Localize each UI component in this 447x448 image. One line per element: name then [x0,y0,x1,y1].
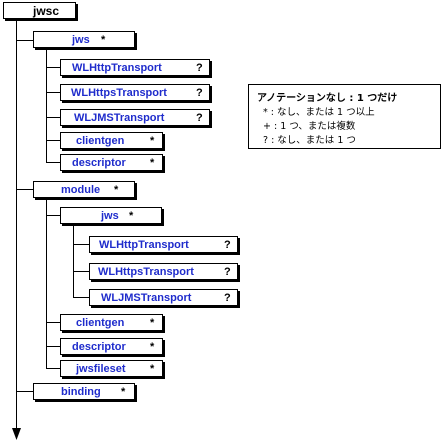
node-label: WLJMSTransport [74,112,165,124]
node-clientgen-module: clientgen * [60,314,163,331]
node-descriptor: descriptor * [60,154,163,171]
node-jwsfileset: jwsfileset * [60,360,163,377]
node-binding: binding * [33,383,135,400]
node-clientgen: clientgen * [60,132,163,149]
node-label: descriptor [72,157,126,169]
legend-text: なし、または 1 つ [277,135,356,146]
legend-item-zero-or-more: * : なし、または 1 つ以上 [263,107,375,118]
node-module: module * [33,181,135,198]
node-jws-module: jws * [60,207,162,224]
node-cardinality: * [114,184,119,196]
node-wlhttptransport: WLHttpTransport ? [60,59,210,76]
node-cardinality: * [129,210,134,222]
node-label: WLHttpsTransport [98,266,194,278]
node-cardinality: * [121,386,126,398]
node-wljmstransport-module: WLJMSTransport ? [89,289,238,306]
node-cardinality: * [150,341,155,353]
node-cardinality: * [150,135,155,147]
node-cardinality: * [150,317,155,329]
node-label: clientgen [76,135,125,147]
node-cardinality: * [150,363,155,375]
node-cardinality: ? [196,62,203,74]
node-label: jws [72,34,90,46]
legend-text: なし、または 1 つ以上 [277,107,375,118]
node-label: WLJMSTransport [101,292,192,304]
node-label: WLHttpTransport [99,239,189,251]
legend-title: アノテーションなし : 1 つだけ [257,93,398,104]
legend-symbol: ? [263,135,269,146]
node-jws: jws * [33,31,135,48]
node-wlhttptransport-module: WLHttpTransport ? [89,236,238,253]
node-jwsc: jwsc [3,2,76,19]
node-label: WLHttpsTransport [71,87,167,99]
legend-item-optional: ? : なし、または 1 つ [263,135,356,146]
legend: アノテーションなし : 1 つだけ * : なし、または 1 つ以上 + : 1… [248,84,441,149]
node-cardinality: ? [196,87,203,99]
node-label: module [61,184,101,196]
node-label: jwsc [33,4,60,18]
node-wljmstransport: WLJMSTransport ? [60,109,210,126]
node-cardinality: * [101,34,106,46]
node-cardinality: ? [224,239,231,251]
node-wlhttpstransport: WLHttpsTransport ? [60,84,210,101]
continuation-arrow [12,428,21,440]
legend-symbol: + [263,121,271,132]
node-label: WLHttpTransport [72,62,162,74]
node-cardinality: ? [196,112,203,124]
node-descriptor-module: descriptor * [60,338,163,355]
node-cardinality: * [150,157,155,169]
node-label: clientgen [76,317,125,329]
node-label: jwsfileset [76,363,126,375]
node-label: binding [61,386,101,398]
node-wlhttpstransport-module: WLHttpsTransport ? [89,263,238,280]
legend-item-one-or-more: + : 1 つ、または複数 [263,121,356,132]
legend-symbol: * [263,107,268,118]
node-label: descriptor [72,341,126,353]
node-cardinality: ? [224,266,231,278]
legend-text: 1 つ、または複数 [280,121,356,132]
node-label: jws [101,210,119,222]
node-cardinality: ? [224,292,231,304]
